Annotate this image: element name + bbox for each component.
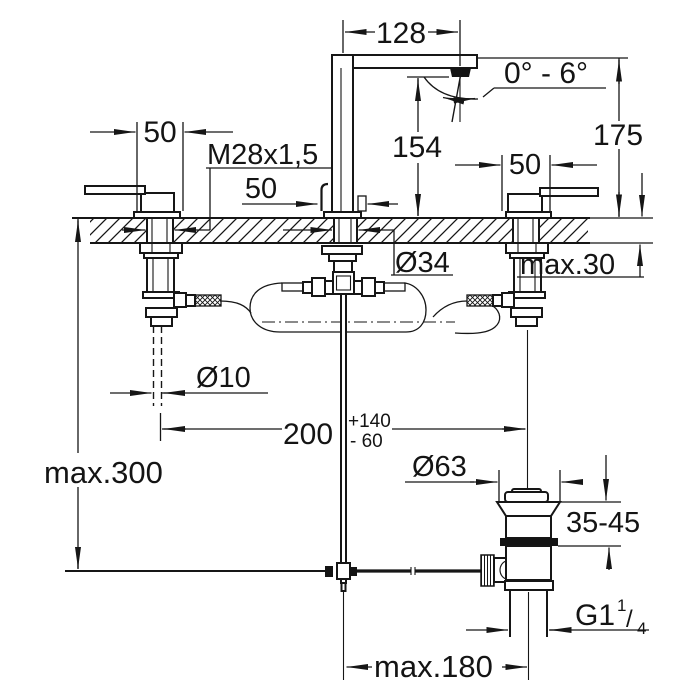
dim-stud-diameter: Ø10 xyxy=(196,362,251,394)
dimension-labels: 128 0° - 6° 175 50 M28x1,5 50 50 154 Ø34… xyxy=(44,17,646,684)
dim-waste-thread: G1 xyxy=(575,599,615,632)
knurled-adjuster xyxy=(480,554,495,587)
dim-hole-spacing: 200 xyxy=(283,418,333,451)
dim-outlet-height: 154 xyxy=(392,131,442,164)
pop-up-rod-knob xyxy=(320,182,329,211)
left-lever xyxy=(84,185,146,195)
threaded-stud-dashed xyxy=(152,326,163,406)
pop-up-waste-assembly xyxy=(480,330,562,680)
waste-flange xyxy=(495,501,562,517)
rod-clamp xyxy=(336,562,351,580)
right-lever xyxy=(539,187,599,197)
pull-rod xyxy=(340,293,347,584)
mounting-shanks xyxy=(146,217,540,244)
waste-tailpipe xyxy=(509,590,548,637)
pop-up-rod-linkage xyxy=(65,293,482,680)
waste-push-cap xyxy=(504,491,549,503)
dim-left-hole: 50 xyxy=(143,116,176,149)
dim-max-counter-thickness: max.30 xyxy=(520,249,615,281)
dim-waste-thread-denominator: 4 xyxy=(637,619,646,638)
dim-hole-spacing-tol-plus: +140 xyxy=(348,411,391,432)
left-handle xyxy=(84,185,181,219)
right-valve-body xyxy=(466,242,549,327)
waste-gasket xyxy=(500,538,558,546)
dimension-lines xyxy=(75,20,649,670)
rod-guide xyxy=(357,195,367,212)
right-flex-hose-braid xyxy=(466,294,494,307)
dim-max-below-height: max.300 xyxy=(44,455,163,490)
dim-waste-flange-diameter: Ø63 xyxy=(412,451,467,483)
spout-column xyxy=(331,54,354,213)
left-valve-body xyxy=(139,242,222,406)
dim-max-rod-distance: max.180 xyxy=(374,649,493,684)
dim-basin-thickness: 35-45 xyxy=(566,507,640,539)
center-tee-connection xyxy=(281,245,406,297)
dim-shank-diameter: Ø34 xyxy=(395,247,450,279)
dim-spout-reach: 128 xyxy=(376,17,426,50)
dim-waste-thread-slash: / xyxy=(626,606,633,633)
dim-waste-thread-numerator: 1 xyxy=(617,596,626,615)
dim-thread-spec: M28x1,5 xyxy=(207,139,318,171)
dim-height-spout-top: 175 xyxy=(593,119,643,152)
dim-swivel-range: 0° - 6° xyxy=(504,57,588,90)
dim-rod-offset: 50 xyxy=(245,173,277,205)
spout xyxy=(320,54,478,219)
dim-right-hole: 50 xyxy=(509,149,541,181)
right-handle xyxy=(505,187,599,219)
dim-hole-spacing-tol-minus: - 60 xyxy=(350,431,383,452)
left-flex-hose-braid xyxy=(194,294,222,307)
